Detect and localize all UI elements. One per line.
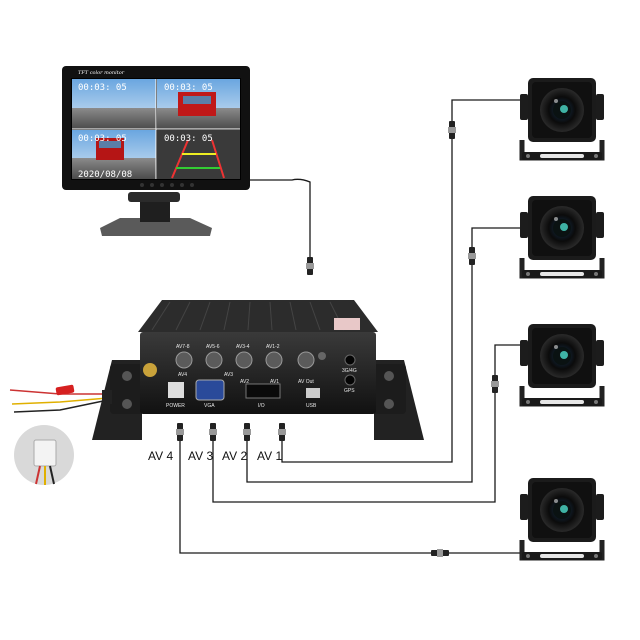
quad-time-2: 00:03: 05	[164, 83, 213, 93]
connector-icon	[468, 247, 476, 265]
av1-label: AV 1	[257, 449, 282, 463]
monitor-date: 2020/08/08	[78, 170, 132, 180]
camera-icon	[520, 478, 604, 560]
label-power: POWER	[166, 403, 185, 409]
power-harness-icon	[55, 384, 112, 404]
connector-closeup-icon	[14, 425, 74, 485]
port-label-av2: AV2	[240, 379, 249, 385]
label-vga: VGA	[204, 403, 215, 409]
av1-connector-icon	[278, 423, 286, 441]
monitor-icon: TFT color monitor 00:03: 05 00:03: 05 00…	[62, 66, 250, 236]
quad-time-4: 00:03: 05	[164, 134, 213, 144]
connector-icon	[491, 375, 499, 393]
port-label-av5-6: AV5-6	[206, 344, 220, 350]
label-usb: USB	[306, 403, 317, 409]
port-label-av1: AV1	[270, 379, 279, 385]
quad-time-3: 00:03: 05	[78, 134, 127, 144]
av3-label: AV 3	[188, 449, 213, 463]
label-io: I/O	[258, 403, 265, 409]
av2-label: AV 2	[222, 449, 247, 463]
camera-icon	[520, 196, 604, 278]
port-label-av7-8: AV7-8	[176, 344, 190, 350]
av3-connector-icon	[209, 423, 217, 441]
monitor-connector-icon	[306, 257, 314, 275]
port-label-av3-4: AV3-4	[236, 344, 250, 350]
av2-connector-icon	[243, 423, 251, 441]
port-label-av-out: AV Out	[298, 379, 314, 385]
connector-icon	[431, 549, 449, 557]
av4-connector-icon	[176, 423, 184, 441]
camera-icon	[520, 78, 604, 160]
monitor-brand: TFT color monitor	[78, 70, 125, 76]
quad-time-1: 00:03: 05	[78, 83, 127, 93]
av4-label: AV 4	[148, 449, 173, 463]
port-label-av3: AV3	[224, 372, 233, 378]
label-3g4g: 3G/4G	[342, 368, 357, 374]
camera-icon	[520, 324, 604, 406]
label-gps: GPS	[344, 388, 355, 394]
connector-icon	[448, 121, 456, 139]
port-label-av1-2: AV1-2	[266, 344, 280, 350]
dvr-icon: AV7-8 AV5-6 AV3-4 AV1-2 AV4 AV3 AV2 AV1 …	[92, 300, 424, 440]
port-label-av4: AV4	[178, 372, 187, 378]
